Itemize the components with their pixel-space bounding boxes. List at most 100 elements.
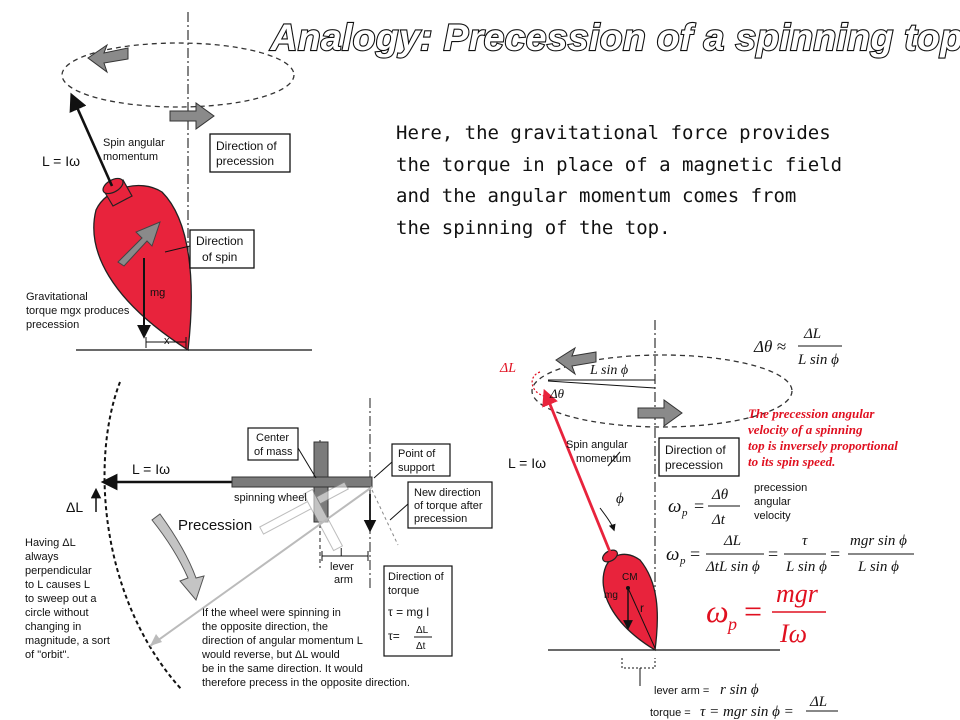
direction-of-torque-box (383, 565, 453, 657)
dtheta-approx: Δθ ≈ (753, 337, 786, 356)
spinning-wheel-label: spinning wheel (234, 492, 307, 504)
spin-angular-momentum-label-1: Spin angular (103, 137, 165, 149)
lever-label: lever (330, 561, 354, 573)
delta-l-label: ΔL (66, 499, 83, 515)
cm-label: CM (622, 572, 638, 583)
l-equals-i-omega-label: L = Iω (42, 153, 80, 169)
having-note-8: magnitude, a sort (25, 635, 110, 647)
pav-2: angular (754, 496, 791, 508)
spinning-top-body (93, 184, 192, 352)
having-note-5: to sweep out a (25, 593, 97, 605)
bottom-left-wheel-diagram: L = Iω ΔL Having ΔL always perpendicular… (25, 381, 493, 691)
if-note-4: would reverse, but ΔL would (201, 649, 340, 661)
tau-frac-num: ΔL (416, 625, 429, 636)
description-line-1: Here, the gravitational force provides (396, 122, 831, 144)
eq2-eq-1: = (690, 544, 700, 564)
spin-angular-momentum-right-2: momentum (576, 453, 631, 465)
direction-of-spin-box (189, 229, 255, 269)
tau-eq-2: τ= (388, 629, 400, 643)
mg-label: mg (150, 287, 165, 299)
eq2-f2-num: τ (802, 533, 808, 549)
having-note-4: to L causes L (25, 579, 90, 591)
angular-momentum-arrow (69, 92, 114, 187)
faint-l-line (149, 486, 373, 647)
eq1-frac-num: Δθ (711, 487, 729, 503)
new-direction-2: of torque after (414, 500, 483, 512)
description-line-3: and the angular momentum comes from (396, 185, 797, 207)
if-note-5: be in the same direction. It would (202, 663, 363, 675)
spin-angular-momentum-right-1: Spin angular (566, 439, 628, 451)
delta-theta-label: Δθ (549, 386, 565, 401)
eq2-eq-2: = (768, 544, 778, 564)
direction-of-spin-label-2: of spin (202, 250, 237, 264)
center-of-mass-1: Center (256, 432, 289, 444)
angular-momentum-arrow-right (542, 388, 612, 553)
dtheta-frac-den: L sin ϕ (797, 352, 839, 368)
right-precession-formula-diagram: ΔL L sin ϕ Δθ Δθ ≈ ΔL L sin ϕ The preces… (499, 320, 914, 720)
gray-arrow-front-right-icon (637, 399, 683, 427)
direction-of-precession-box (209, 133, 291, 173)
big-frac-den: Iω (779, 619, 807, 648)
grav-note-1: Gravitational (26, 291, 88, 303)
new-direction-box (407, 481, 493, 529)
having-note-6: circle without (25, 607, 89, 619)
red-note-3: top is inversely proportional (748, 438, 898, 453)
direction-of-spin-label-1: Direction (196, 234, 243, 248)
direction-of-precession-label-2: precession (216, 154, 274, 168)
eq2-f3-num: mgr sin ϕ (850, 533, 907, 549)
if-note-2: the opposite direction, the (202, 621, 328, 633)
delta-l-label-right: ΔL (499, 361, 516, 376)
gray-arrow-back-icon (87, 43, 129, 74)
red-note-4: to its spin speed. (748, 454, 835, 469)
spin-arrow-icon (117, 221, 161, 267)
direction-of-torque-1: Direction of (388, 571, 445, 583)
direction-of-precession-box-right (658, 437, 740, 477)
eq2-p-sub: p (679, 555, 686, 567)
torque-value: τ = mgr sin ϕ = (700, 704, 794, 720)
point-of-support-1: Point of (398, 448, 436, 460)
l-sin-phi-label: L sin ϕ (589, 363, 628, 378)
big-p-sub: p (726, 614, 737, 634)
eq1-omega: ω (668, 496, 681, 517)
orbit-arc (103, 381, 183, 691)
precession-label: Precession (178, 517, 252, 534)
having-note-7: changing in (25, 621, 81, 633)
spinning-top-body-right (602, 553, 659, 652)
description-line-2: the torque in place of a magnetic field (396, 153, 843, 176)
gray-arrow-back-right-icon (555, 346, 597, 376)
lever-arm-value: r sin ϕ (720, 682, 759, 698)
eq2-f1-num: ΔL (723, 533, 741, 549)
eq2-omega: ω (666, 544, 679, 565)
l-eq-right: L = Iω (508, 455, 546, 471)
pav-1: precession (754, 482, 807, 494)
having-note-3: perpendicular (25, 565, 92, 577)
spin-angular-momentum-label-2: momentum (103, 151, 158, 163)
if-note-6: therefore precess in the opposite direct… (202, 677, 410, 689)
x-label: x (164, 335, 170, 347)
rotated-wheel-ghost (259, 481, 349, 552)
r-label: r (640, 601, 644, 615)
grav-note-3: precession (26, 319, 79, 331)
point-of-support-2: support (398, 462, 435, 474)
gray-arrow-front-icon (169, 102, 215, 130)
red-note-2: velocity of a spinning (748, 422, 863, 437)
phi-label: ϕ (616, 491, 624, 507)
having-note-2: always (25, 551, 59, 563)
wheel-axle (231, 476, 373, 488)
eq2-eq-3: = (830, 544, 840, 564)
new-direction-1: New direction (414, 487, 481, 499)
point-of-support-box (391, 443, 451, 477)
eq2-f1-den: ΔtL sin ϕ (705, 559, 760, 575)
big-frac-num: mgr (776, 579, 819, 608)
direction-of-precession-right-2: precession (665, 458, 723, 472)
center-of-mass-box (247, 427, 299, 461)
big-omega: ω (706, 593, 729, 629)
eq1-frac-den: Δt (711, 512, 726, 528)
pav-3: velocity (754, 510, 791, 522)
lever-arm-label: lever arm = (654, 685, 709, 697)
eq1-p-sub: p (681, 507, 688, 519)
torque-frac-num: ΔL (809, 694, 827, 710)
eq1-equals: = (694, 496, 704, 516)
big-equals: = (744, 593, 762, 629)
